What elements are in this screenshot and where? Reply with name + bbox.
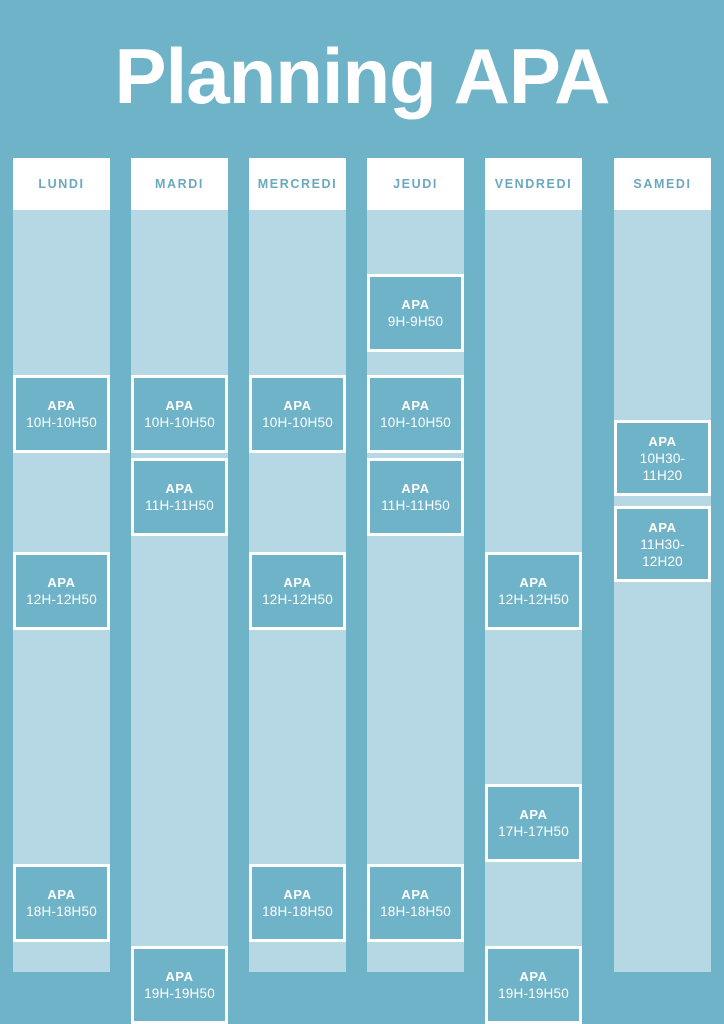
event-title: APA xyxy=(47,398,76,413)
event-block[interactable]: APA 19H-19H50 xyxy=(131,946,228,1024)
day-header-label: MARDI xyxy=(155,177,204,191)
event-block[interactable]: APA 19H-19H50 xyxy=(485,946,582,1024)
event-title: APA xyxy=(165,398,194,413)
event-title: APA xyxy=(401,481,430,496)
event-title: APA xyxy=(519,575,548,590)
event-time: 17H-17H50 xyxy=(498,824,569,839)
event-title: APA xyxy=(47,887,76,902)
day-header-label: SAMEDI xyxy=(633,177,692,191)
event-time: 12H-12H50 xyxy=(26,592,97,607)
event-time: 9H-9H50 xyxy=(387,314,444,329)
event-time: 10H-10H50 xyxy=(144,415,215,430)
event-time: 19H-19H50 xyxy=(498,986,569,1001)
day-header-vendredi[interactable]: VENDREDI xyxy=(485,158,582,210)
event-title: APA xyxy=(648,519,677,535)
event-time: 10H-10H50 xyxy=(26,415,97,430)
event-title: APA xyxy=(401,398,430,413)
day-header-samedi[interactable]: SAMEDI xyxy=(614,158,711,210)
day-header-jeudi[interactable]: JEUDI xyxy=(367,158,464,210)
event-time: 11H-11H50 xyxy=(145,498,214,513)
day-header-label: JEUDI xyxy=(393,177,438,191)
event-time: 18H-18H50 xyxy=(26,904,97,919)
event-time: 12H-12H50 xyxy=(498,592,569,607)
event-block[interactable]: APA 11H-11H50 xyxy=(131,458,228,536)
event-title: APA xyxy=(519,969,548,984)
day-header-label: VENDREDI xyxy=(494,177,573,191)
event-title: APA xyxy=(165,969,194,984)
event-time: 11H30- 12H20 xyxy=(640,536,685,569)
day-header-mercredi[interactable]: MERCREDI xyxy=(249,158,346,210)
day-header-label: MERCREDI xyxy=(257,177,338,191)
event-block[interactable]: APA 10H-10H50 xyxy=(249,375,346,453)
event-block[interactable]: APA 11H-11H50 xyxy=(367,458,464,536)
event-time: 11H-11H50 xyxy=(381,498,450,513)
event-block[interactable]: APA 10H-10H50 xyxy=(367,375,464,453)
event-title: APA xyxy=(283,887,312,902)
event-block[interactable]: APA 18H-18H50 xyxy=(13,864,110,942)
event-block[interactable]: APA 10H-10H50 xyxy=(13,375,110,453)
event-title: APA xyxy=(283,575,312,590)
event-title: APA xyxy=(519,807,548,822)
event-title: APA xyxy=(401,297,430,312)
event-block[interactable]: APA 18H-18H50 xyxy=(367,864,464,942)
page-title: Planning APA xyxy=(114,32,611,120)
event-title: APA xyxy=(648,433,677,449)
event-title: APA xyxy=(283,398,312,413)
event-time: 10H30- 11H20 xyxy=(639,450,686,483)
event-block[interactable]: APA 12H-12H50 xyxy=(485,552,582,630)
event-block[interactable]: APA 12H-12H50 xyxy=(249,552,346,630)
event-time: 19H-19H50 xyxy=(144,986,215,1001)
event-title: APA xyxy=(401,887,430,902)
day-header-mardi[interactable]: MARDI xyxy=(131,158,228,210)
event-title: APA xyxy=(47,575,76,590)
event-block[interactable]: APA 12H-12H50 xyxy=(13,552,110,630)
event-time: 18H-18H50 xyxy=(380,904,451,919)
event-block[interactable]: APA 9H-9H50 xyxy=(367,274,464,352)
day-track xyxy=(131,210,228,972)
event-time: 10H-10H50 xyxy=(380,415,451,430)
event-title: APA xyxy=(165,481,194,496)
day-track xyxy=(614,210,711,972)
event-time: 18H-18H50 xyxy=(262,904,333,919)
event-time: 10H-10H50 xyxy=(262,415,333,430)
event-block[interactable]: APA 18H-18H50 xyxy=(249,864,346,942)
event-time: 12H-12H50 xyxy=(262,592,333,607)
day-header-label: LUNDI xyxy=(38,177,85,191)
day-header-lundi[interactable]: LUNDI xyxy=(13,158,110,210)
event-block[interactable]: APA 10H-10H50 xyxy=(131,375,228,453)
event-block[interactable]: APA 17H-17H50 xyxy=(485,784,582,862)
